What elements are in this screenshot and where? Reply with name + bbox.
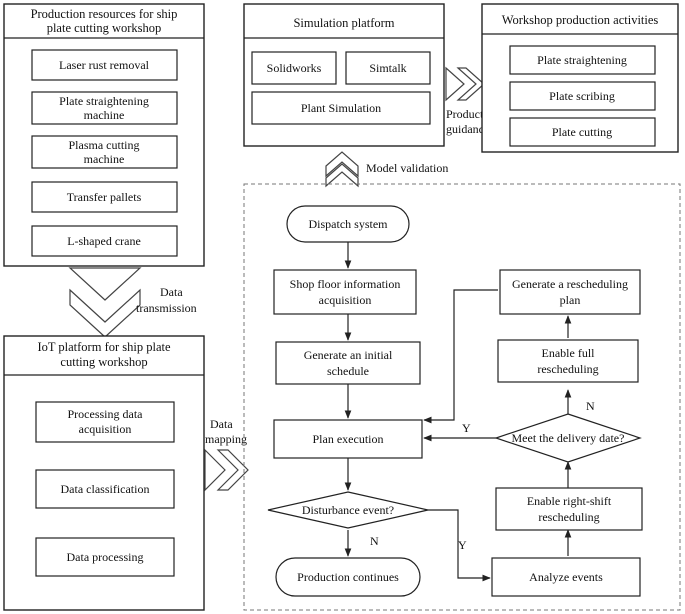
resource-label: L-shaped crane: [67, 234, 141, 248]
flow-plan-execution: Plan execution: [273, 419, 423, 459]
activity-plate-straightening: Plate straightening: [509, 45, 656, 75]
flow-label: Dispatch system: [309, 217, 389, 231]
iot-data-processing: Data processing: [35, 537, 175, 577]
data-mapping-arrow: Data mapping: [204, 417, 249, 492]
sim-item-label: Simtalk: [369, 61, 406, 75]
data-mapping-label: mapping: [205, 432, 247, 446]
model-validation-label: Model validation: [366, 161, 448, 175]
iot-platform-title-line1: IoT platform for ship plate: [37, 340, 171, 354]
flow-analyze-events: Analyze events: [491, 557, 641, 597]
flow-label: rescheduling: [538, 510, 599, 524]
resource-label: Laser rust removal: [59, 58, 150, 72]
resource-label: machine: [84, 152, 125, 166]
iot-platform-panel: IoT platform for ship plate cutting work…: [3, 335, 205, 611]
activity-label: Plate scribing: [549, 89, 615, 103]
flow-label: rescheduling: [537, 362, 598, 376]
flow-label: acquisition: [319, 293, 372, 307]
flow-label: schedule: [327, 364, 369, 378]
flow-label: Analyze events: [529, 570, 603, 584]
flow-rescheduling-plan: Generate a rescheduling plan: [499, 269, 641, 315]
flow-shop-floor-acquisition: Shop floor information acquisition: [273, 269, 417, 315]
dispatch-flowchart: Dispatch system Shop floor information a…: [243, 183, 681, 611]
workshop-activities-panel: Workshop production activities Plate str…: [481, 3, 679, 153]
flow-full-rescheduling: Enable full rescheduling: [497, 339, 639, 383]
resource-l-shaped-crane: L-shaped crane: [31, 225, 178, 257]
flow-label: Generate a rescheduling: [512, 277, 628, 291]
flow-delivery-date-decision: Meet the delivery date?: [494, 413, 642, 463]
flow-disturbance-decision: Disturbance event?: [267, 491, 429, 529]
simulation-platform-panel: Simulation platform Solidworks Simtalk P…: [243, 3, 445, 147]
flow-label: Enable right-shift: [527, 494, 612, 508]
flow-label: Disturbance event?: [302, 503, 394, 517]
production-resources-panel: Production resources for ship plate cutt…: [3, 3, 205, 267]
resource-label: machine: [84, 108, 125, 122]
flow-dispatch-system: Dispatch system: [286, 205, 410, 243]
delivery-no-label: N: [586, 399, 595, 413]
iot-item-label: Processing data: [68, 407, 144, 421]
flow-arrow: [428, 509, 491, 582]
activity-label: Plate straightening: [537, 53, 627, 67]
workshop-activities-title: Workshop production activities: [502, 13, 659, 27]
iot-item-label: Data classification: [61, 482, 150, 496]
resource-laser-rust-removal: Laser rust removal: [31, 49, 178, 81]
resource-plasma-cutting-machine: Plasma cutting machine: [31, 135, 178, 169]
data-mapping-label: Data: [210, 417, 233, 431]
production-resources-title-line1: Production resources for ship: [31, 7, 178, 21]
resource-label: Plasma cutting: [69, 138, 140, 152]
delivery-yes-label: Y: [462, 421, 471, 435]
flow-arrow: [423, 289, 498, 424]
activity-plate-scribing: Plate scribing: [509, 81, 656, 111]
sim-solidworks: Solidworks: [251, 51, 337, 85]
disturbance-yes-label: Y: [458, 538, 467, 552]
data-transmission-label: Data: [160, 285, 183, 299]
model-validation-arrow: Model validation: [325, 151, 448, 188]
flow-label: Generate an initial: [304, 348, 393, 362]
flow-label: Shop floor information: [290, 277, 401, 291]
iot-platform-title-line2: cutting workshop: [60, 355, 147, 369]
resource-transfer-pallets: Transfer pallets: [31, 181, 178, 213]
resource-plate-straightening-machine: Plate straightening machine: [31, 91, 178, 125]
sim-item-label: Solidworks: [267, 61, 322, 75]
flow-label: Enable full: [542, 346, 596, 360]
sim-plant-simulation: Plant Simulation: [251, 91, 431, 125]
data-transmission-label: transmission: [136, 301, 197, 315]
sim-item-label: Plant Simulation: [301, 101, 381, 115]
flow-label: Production continues: [297, 570, 399, 584]
sim-simtalk: Simtalk: [345, 51, 431, 85]
production-resources-title-line2: plate cutting workshop: [47, 21, 162, 35]
activity-label: Plate cutting: [552, 125, 612, 139]
iot-processing-data-acquisition: Processing data acquisition: [35, 401, 175, 443]
flow-right-shift-rescheduling: Enable right-shift rescheduling: [495, 487, 643, 531]
flow-label: Meet the delivery date?: [512, 431, 625, 445]
iot-item-label: acquisition: [79, 422, 132, 436]
iot-data-classification: Data classification: [35, 469, 175, 509]
resource-label: Plate straightening: [59, 94, 149, 108]
flow-production-continues: Production continues: [275, 557, 421, 597]
flow-label: Plan execution: [313, 432, 384, 446]
iot-item-label: Data processing: [67, 550, 144, 564]
resource-label: Transfer pallets: [67, 190, 142, 204]
disturbance-no-label: N: [370, 534, 379, 548]
simulation-platform-title: Simulation platform: [293, 16, 394, 30]
flow-initial-schedule: Generate an initial schedule: [275, 341, 421, 385]
activity-plate-cutting: Plate cutting: [509, 117, 656, 147]
production-guidance-label: guidance: [446, 122, 489, 136]
data-transmission-arrow: Data transmission: [68, 267, 197, 338]
flow-label: plan: [560, 293, 581, 307]
